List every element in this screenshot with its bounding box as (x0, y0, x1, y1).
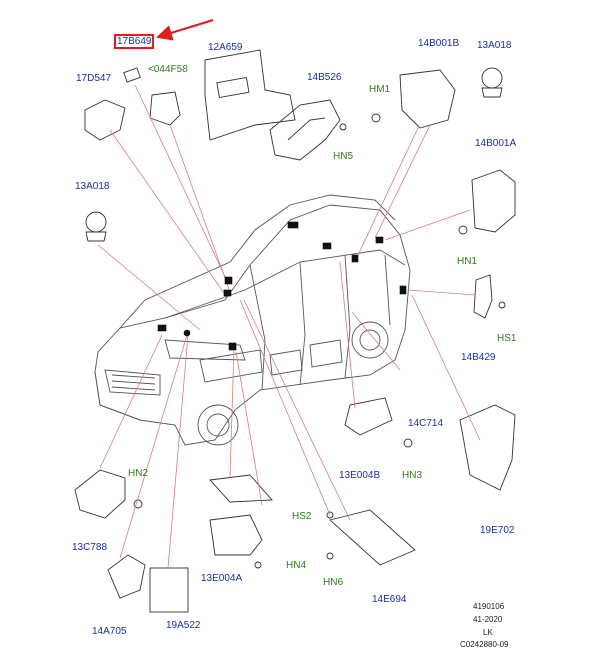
pointer-arrow (156, 19, 214, 41)
leader-lines (97, 84, 481, 569)
label-14B001B[interactable]: 14B001B (418, 38, 460, 49)
label-HN5[interactable]: HN5 (333, 151, 354, 162)
label-HM1[interactable]: HM1 (369, 84, 391, 95)
vehicle-outline (94, 194, 411, 446)
label-HN3[interactable]: HN3 (402, 470, 423, 481)
label-HN1[interactable]: HN1 (457, 256, 478, 267)
vehicle-markers (157, 221, 407, 351)
label-13C788[interactable]: 13C788 (72, 542, 108, 553)
label-HN6[interactable]: HN6 (323, 577, 344, 588)
label-14B526[interactable]: 14B526 (307, 72, 342, 83)
label-13E004A[interactable]: 13E004A (201, 573, 243, 584)
part-shapes (74, 49, 516, 613)
meta-line-3: LK (483, 628, 493, 637)
label-14C714[interactable]: 14C714 (408, 418, 444, 429)
label-HN4[interactable]: HN4 (286, 560, 307, 571)
label-HN2[interactable]: HN2 (128, 468, 149, 479)
label-12A659[interactable]: 12A659 (208, 42, 243, 53)
label-14B429[interactable]: 14B429 (461, 352, 496, 363)
label-13A018-top[interactable]: 13A018 (477, 40, 512, 51)
label-17B649[interactable]: 17B649 (113, 34, 155, 49)
label-14B001A[interactable]: 14B001A (475, 138, 517, 149)
label-14A705[interactable]: 14A705 (92, 626, 127, 637)
label-HS1[interactable]: HS1 (497, 333, 517, 344)
meta-line-2: 41-2020 (473, 615, 503, 624)
label-HS2[interactable]: HS2 (292, 511, 312, 522)
label-19E702[interactable]: 19E702 (480, 525, 515, 536)
label-13A018-left[interactable]: 13A018 (75, 181, 110, 192)
label-17D547[interactable]: 17D547 (76, 73, 112, 84)
label-14E694[interactable]: 14E694 (372, 594, 407, 605)
meta-line-1: 4190106 (473, 602, 505, 611)
label-13E004B[interactable]: 13E004B (339, 470, 381, 481)
label-19A522[interactable]: 19A522 (166, 620, 201, 631)
meta-line-4: C0242880-09 (460, 640, 509, 649)
label-044F58[interactable]: <044F58 (148, 64, 188, 75)
